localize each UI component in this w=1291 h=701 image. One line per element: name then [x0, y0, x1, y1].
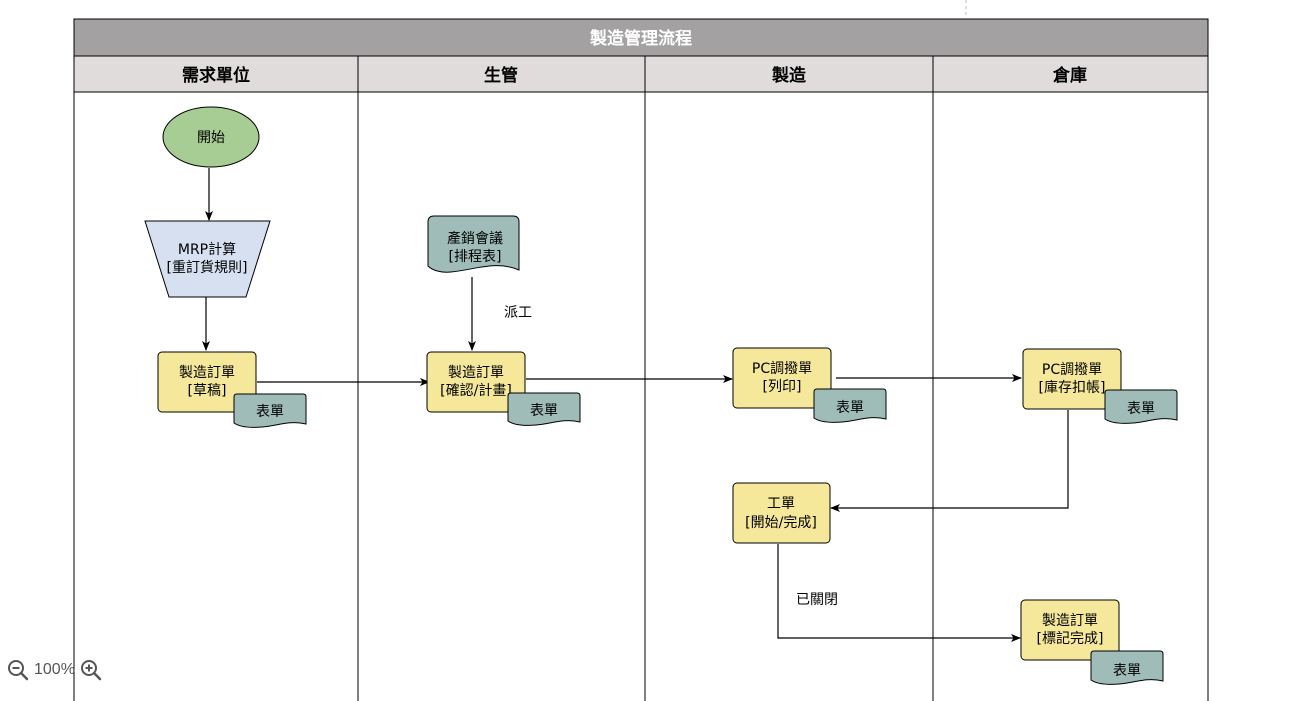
meeting-label-line2: [排程表] [449, 249, 502, 265]
mo-confirm-form-document[interactable]: 表單 [507, 392, 581, 426]
mo-draft-form-label: 表單 [256, 404, 284, 420]
edge-pc-stock-to-work-order[interactable] [830, 410, 1069, 512]
meeting-label-line1: 產銷會議 [447, 230, 503, 247]
lane-label-manufacturing: 製造 [771, 65, 807, 86]
meeting-document-node[interactable]: 產銷會議 [排程表] [427, 215, 520, 273]
mo-done-label-line2: [標記完成] [1037, 630, 1104, 647]
mo-done-label-line1: 製造訂單 [1042, 613, 1098, 629]
pc-print-form-label: 表單 [836, 400, 864, 416]
zoom-control: 100% [6, 656, 103, 684]
mo-done-form-document[interactable]: 表單 [1090, 650, 1164, 685]
mo-done-form-label: 表單 [1113, 663, 1141, 679]
mo-draft-label-line1: 製造訂單 [179, 365, 235, 381]
mrp-label-line1: MRP計算 [178, 242, 236, 258]
pc-stock-form-label: 表單 [1127, 401, 1155, 417]
pc-stock-label-line1: PC調撥單 [1042, 362, 1102, 378]
zoom-in-icon[interactable] [79, 658, 103, 682]
edge-label-closed: 已關閉 [796, 592, 838, 608]
connectors [202, 168, 1069, 642]
start-node[interactable]: 開始 [162, 106, 260, 168]
pc-stock-label-line2: [庫存扣帳] [1039, 379, 1106, 396]
mo-draft-node[interactable]: 製造訂單 [草稿] [157, 351, 257, 413]
lane-header-production-control[interactable] [357, 55, 646, 93]
pc-print-form-document[interactable]: 表單 [813, 388, 887, 423]
pool-title: 製造管理流程 [589, 28, 692, 49]
lane-header-demand[interactable] [73, 55, 359, 93]
lane-dividers [73, 92, 1209, 701]
mrp-label-line2: [重訂貨規則] [167, 259, 248, 276]
start-label: 開始 [197, 130, 225, 146]
mo-draft-form-document[interactable]: 表單 [233, 393, 307, 428]
lane-header-warehouse[interactable] [932, 55, 1209, 93]
pc-stock-node[interactable]: PC調撥單 [庫存扣帳] [1022, 348, 1122, 410]
lane-label-production-control: 生管 [484, 65, 518, 86]
edge-label-dispatch: 派工 [504, 305, 532, 321]
lane-label-demand: 需求單位 [182, 65, 250, 86]
mo-confirm-label-line2: [確認/計畫] [440, 383, 512, 399]
edge-work-order-to-mo-done[interactable] [777, 544, 1021, 642]
pc-print-node[interactable]: PC調撥單 [列印] [732, 347, 832, 409]
work-order-node[interactable]: 工單 [開始/完成] [732, 482, 831, 544]
mrp-node[interactable]: MRP計算 [重訂貨規則] [144, 220, 271, 298]
lane-headers: 需求單位 生管 製造 倉庫 [73, 55, 1209, 93]
pc-print-label-line2: [列印] [763, 379, 802, 395]
mo-done-node[interactable]: 製造訂單 [標記完成] [1020, 599, 1120, 661]
pc-print-label-line1: PC調撥單 [752, 361, 812, 377]
zoom-out-icon[interactable] [6, 658, 30, 682]
mo-confirm-node[interactable]: 製造訂單 [確認/計畫] [426, 351, 526, 413]
mo-confirm-label-line1: 製造訂單 [448, 365, 504, 381]
lane-label-warehouse: 倉庫 [1052, 65, 1087, 86]
mo-confirm-form-label: 表單 [530, 403, 558, 419]
mo-draft-label-line2: [草稿] [188, 383, 227, 399]
zoom-level: 100% [34, 661, 75, 678]
work-order-label-line1: 工單 [767, 496, 795, 512]
pc-stock-form-document[interactable]: 表單 [1104, 389, 1178, 424]
work-order-label-line2: [開始/完成] [745, 515, 817, 531]
